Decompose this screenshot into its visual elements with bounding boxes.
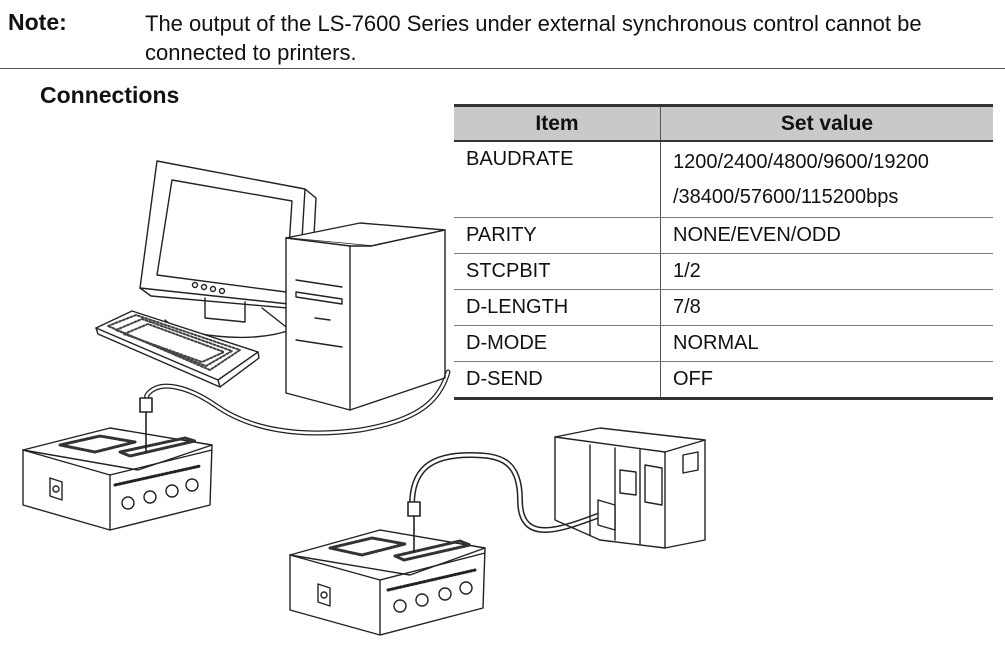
table-row: D-MODE NORMAL (454, 325, 993, 362)
item-cell: D-LENGTH (454, 289, 661, 326)
note-text: The output of the LS-7600 Series under e… (145, 11, 922, 65)
plc-cable (409, 452, 603, 533)
table-row: STCPBIT 1/2 (454, 253, 993, 290)
controller-unit-right-icon (289, 529, 486, 636)
tower-icon (285, 222, 446, 411)
value-cell: NONE/EVEN/ODD (660, 217, 993, 254)
item-cell: PARITY (454, 217, 661, 254)
table-row: BAUDRATE 1200/2400/4800/9600/19200 /3840… (454, 141, 993, 218)
item-cell: STCPBIT (454, 253, 661, 290)
section-heading: Connections (40, 82, 180, 108)
table-row: D-LENGTH 7/8 (454, 289, 993, 326)
value-cell: 7/8 (660, 289, 993, 326)
controller-unit-left-icon (22, 427, 213, 531)
note-box: Note: The output of the LS-7600 Series u… (0, 0, 1005, 69)
plc-icon (554, 427, 706, 549)
note-label: Note: (8, 9, 67, 35)
column-header-item: Item (454, 104, 661, 142)
table-row: D-SEND OFF (454, 361, 993, 400)
monitor-icon (139, 160, 317, 339)
column-header-set-value: Set value (660, 104, 993, 142)
item-cell: D-SEND (454, 361, 661, 400)
keyboard-icon (95, 310, 260, 388)
item-cell: D-MODE (454, 325, 661, 362)
settings-table: Item Set value BAUDRATE 1200/2400/4800/9… (454, 104, 993, 400)
value-cell: 1200/2400/4800/9600/19200 /38400/57600/1… (660, 141, 993, 218)
value-cell: NORMAL (660, 325, 993, 362)
value-cell: 1/2 (660, 253, 993, 290)
table-header-row: Item Set value (454, 104, 993, 142)
item-cell: BAUDRATE (454, 141, 661, 218)
value-cell: OFF (660, 361, 993, 400)
table-row: PARITY NONE/EVEN/ODD (454, 217, 993, 254)
